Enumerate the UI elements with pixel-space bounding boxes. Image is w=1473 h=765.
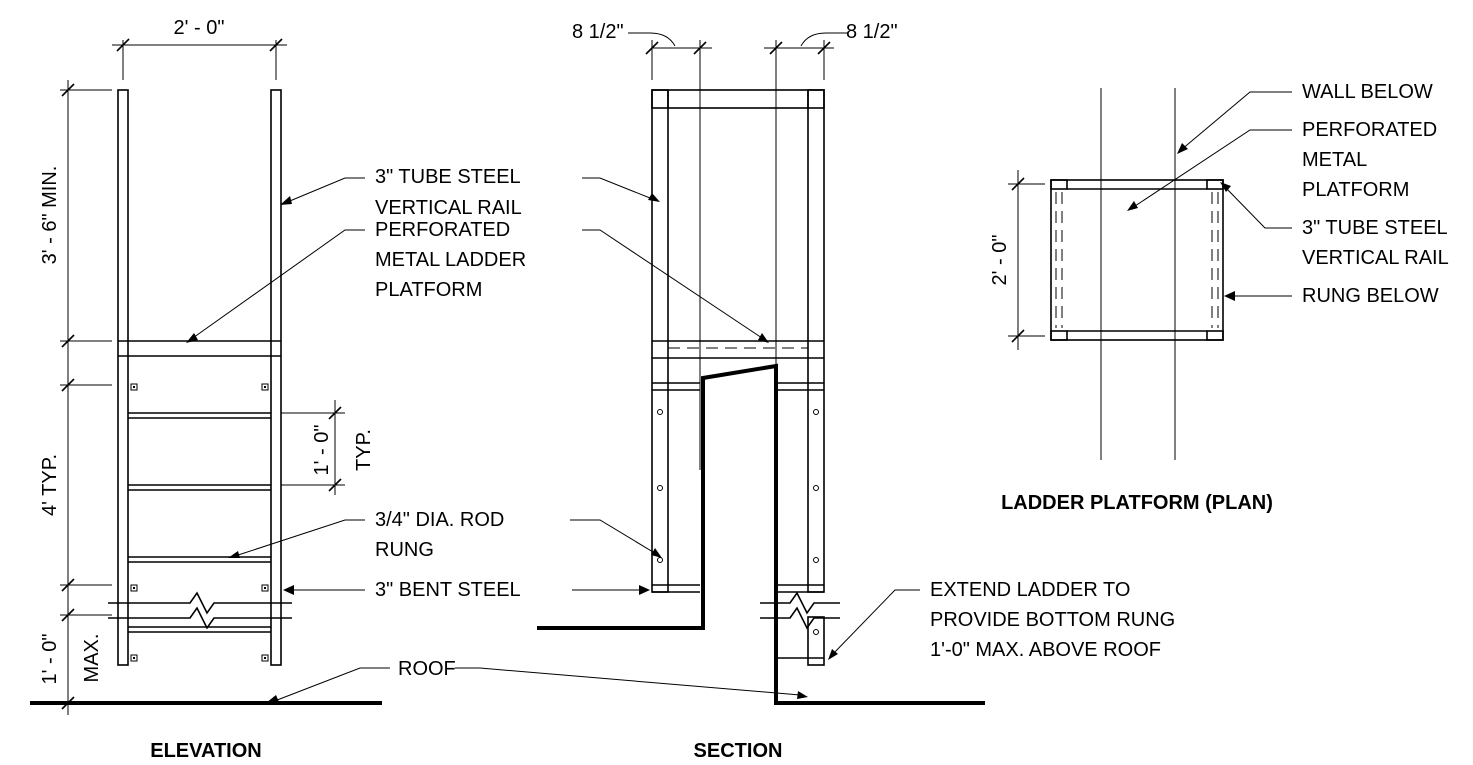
plan-rail <box>1050 179 1068 190</box>
plan-callout-rail: 3" TUBE STEEL VERTICAL RAIL <box>1220 182 1449 269</box>
svg-text:3" BENT STEEL: 3" BENT STEEL <box>375 579 521 601</box>
svg-text:PROVIDE BOTTOM RUNG: PROVIDE BOTTOM RUNG <box>930 609 1175 631</box>
svg-text:ROOF: ROOF <box>398 658 456 680</box>
callout-extend: EXTEND LADDER TO PROVIDE BOTTOM RUNG 1'-… <box>828 579 1175 661</box>
dim-section-right: 8 1/2" <box>846 21 898 43</box>
dim-section-top: 8 1/2" 8 1/2" <box>572 21 898 80</box>
svg-text:PLATFORM: PLATFORM <box>375 279 482 301</box>
plan-view: 2' - 0" WALL BELOW PERFORATED METAL PLAT… <box>989 81 1449 514</box>
callout-platform: PERFORATED METAL LADDER PLATFORM <box>186 219 769 343</box>
callouts: 3" TUBE STEEL VERTICAL RAIL PERFORATED M… <box>186 166 808 703</box>
plan-rail <box>1206 330 1224 341</box>
dim-rung-spacing-label: 1' - 0" <box>311 425 333 476</box>
section-top-rail <box>651 89 825 109</box>
svg-text:3" TUBE STEEL: 3" TUBE STEEL <box>1302 217 1448 239</box>
elevation-break-line <box>108 591 292 615</box>
callout-rung: 3/4" DIA. ROD RUNG <box>228 509 662 561</box>
dim-bottom-label: 1' - 0" <box>39 634 61 685</box>
callout-roof: ROOF <box>266 658 808 703</box>
dim-rung-spacing: 1' - 0" TYP. <box>281 400 375 495</box>
plan-rail <box>1050 330 1068 341</box>
section-title: SECTION <box>694 740 783 762</box>
elevation-right-rail <box>270 89 282 666</box>
section-parapet-wall <box>537 363 985 705</box>
svg-text:1'-0" MAX. ABOVE ROOF: 1'-0" MAX. ABOVE ROOF <box>930 639 1161 661</box>
dim-plan-side: 2' - 0" <box>989 170 1045 350</box>
section-bolts <box>657 409 819 635</box>
plan-title: LADDER PLATFORM (PLAN) <box>1001 492 1273 514</box>
svg-text:METAL LADDER: METAL LADDER <box>375 249 526 271</box>
svg-text:RUNG: RUNG <box>375 539 434 561</box>
svg-text:3" TUBE STEEL: 3" TUBE STEEL <box>375 166 521 188</box>
callout-bent-steel: 3" BENT STEEL <box>283 579 650 601</box>
svg-text:PLATFORM: PLATFORM <box>1302 179 1409 201</box>
svg-text:VERTICAL RAIL: VERTICAL RAIL <box>1302 247 1449 269</box>
callout-rail: 3" TUBE STEEL VERTICAL RAIL <box>280 166 660 219</box>
plan-platform <box>1050 179 1224 341</box>
elevation-bolts <box>130 383 269 662</box>
dim-typ-label: 4' TYP. <box>39 454 61 516</box>
elevation-title: ELEVATION <box>150 740 261 762</box>
dim-top-label: 3' - 6" MIN. <box>39 166 61 265</box>
svg-text:PERFORATED: PERFORATED <box>375 219 510 241</box>
dim-rung-spacing-note: TYP. <box>353 429 375 471</box>
dim-bottom-note: MAX. <box>81 634 103 683</box>
svg-text:PERFORATED: PERFORATED <box>1302 119 1437 141</box>
dim-width-label: 2' - 0" <box>174 17 225 39</box>
plan-callout-rung: RUNG BELOW <box>1224 285 1439 307</box>
svg-text:3/4" DIA. ROD: 3/4" DIA. ROD <box>375 509 504 531</box>
plan-callout-platform: PERFORATED METAL PLATFORM <box>1127 119 1437 211</box>
dim-elevation-width: 2' - 0" <box>112 17 287 80</box>
dim-elevation-vertical: 3' - 6" MIN. 4' TYP. 1' - 0" MAX. <box>39 80 112 715</box>
elevation-left-rail <box>117 89 129 666</box>
svg-text:WALL BELOW: WALL BELOW <box>1302 81 1433 103</box>
dim-section-left: 8 1/2" <box>572 21 624 43</box>
elevation-view: 2' - 0" 3' - 6" MIN. 4' TYP. 1' - 0" MAX… <box>30 17 382 762</box>
svg-text:VERTICAL RAIL: VERTICAL RAIL <box>375 197 522 219</box>
svg-text:EXTEND LADDER TO: EXTEND LADDER TO <box>930 579 1130 601</box>
section-view: 8 1/2" 8 1/2" <box>537 21 1175 762</box>
svg-text:RUNG BELOW: RUNG BELOW <box>1302 285 1439 307</box>
svg-text:METAL: METAL <box>1302 149 1367 171</box>
dim-plan-side-label: 2' - 0" <box>989 235 1011 286</box>
plan-callout-wall: WALL BELOW <box>1177 81 1433 154</box>
